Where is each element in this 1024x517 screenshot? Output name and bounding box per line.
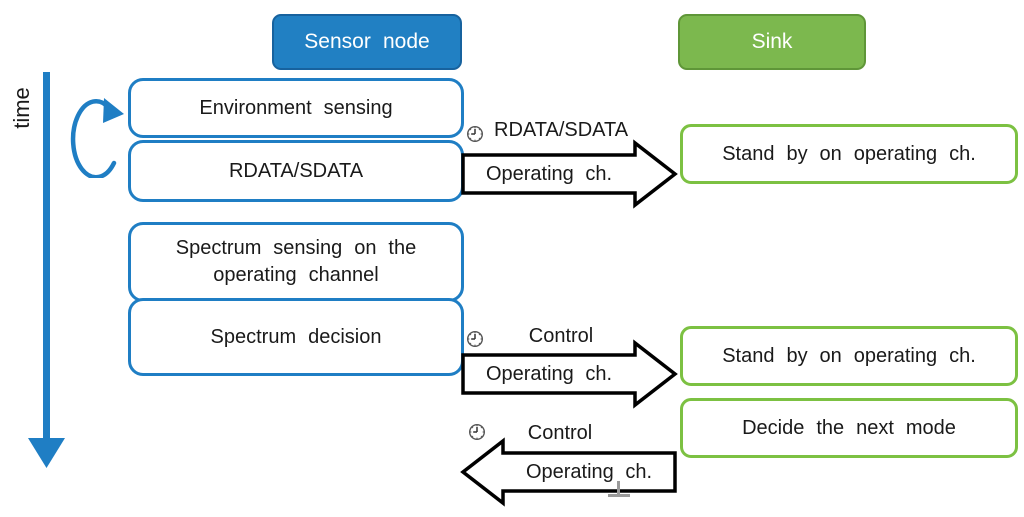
message-arrow-left-icon bbox=[460, 437, 677, 507]
process-label: Environment sensing bbox=[199, 96, 393, 119]
message-2-channel-label: Operating ch. bbox=[485, 362, 613, 385]
sensor-node-header: Sensor node bbox=[272, 14, 462, 70]
message-1-channel-label: Operating ch. bbox=[485, 162, 613, 185]
process-box-spectrum-decision: Spectrum decision bbox=[128, 298, 464, 376]
clock-icon bbox=[468, 423, 486, 441]
process-label: Spectrum sensing on the operating channe… bbox=[175, 237, 417, 286]
message-1-type-label: RDATA/SDATA bbox=[494, 118, 629, 141]
message-3-channel-label: Operating ch. bbox=[525, 460, 653, 483]
process-box-environment-sensing: Environment sensing bbox=[128, 78, 464, 138]
sink-box-label: Decide the next mode bbox=[742, 416, 956, 439]
process-box-spectrum-sensing: Spectrum sensing on the operating channe… bbox=[128, 222, 464, 302]
process-label: RDATA/SDATA bbox=[228, 159, 364, 182]
sensor-node-header-label: Sensor node bbox=[304, 30, 430, 53]
process-label: Spectrum decision bbox=[210, 325, 382, 348]
message-arrow-right-icon bbox=[461, 139, 678, 209]
sink-box-label: Stand by on operating ch. bbox=[722, 142, 976, 165]
message-arrow-right-icon bbox=[461, 339, 678, 409]
clock-icon bbox=[466, 330, 484, 348]
message-3-type-label: Control bbox=[527, 421, 593, 444]
loop-icon bbox=[70, 98, 124, 178]
sink-box-standby-2: Stand by on operating ch. bbox=[680, 326, 1018, 386]
shape-handle-bar bbox=[608, 494, 630, 497]
message-2-type-label: Control bbox=[528, 324, 594, 347]
clock-icon bbox=[466, 125, 484, 143]
shape-handle-stem bbox=[617, 481, 620, 495]
sink-box-decide-next-mode: Decide the next mode bbox=[680, 398, 1018, 458]
sink-header-label: Sink bbox=[751, 30, 793, 53]
sink-header: Sink bbox=[678, 14, 866, 70]
sink-box-standby-1: Stand by on operating ch. bbox=[680, 124, 1018, 184]
time-axis-arrow-icon bbox=[28, 72, 65, 468]
sink-box-label: Stand by on operating ch. bbox=[722, 344, 976, 367]
process-box-rdata-sdata: RDATA/SDATA bbox=[128, 140, 464, 202]
